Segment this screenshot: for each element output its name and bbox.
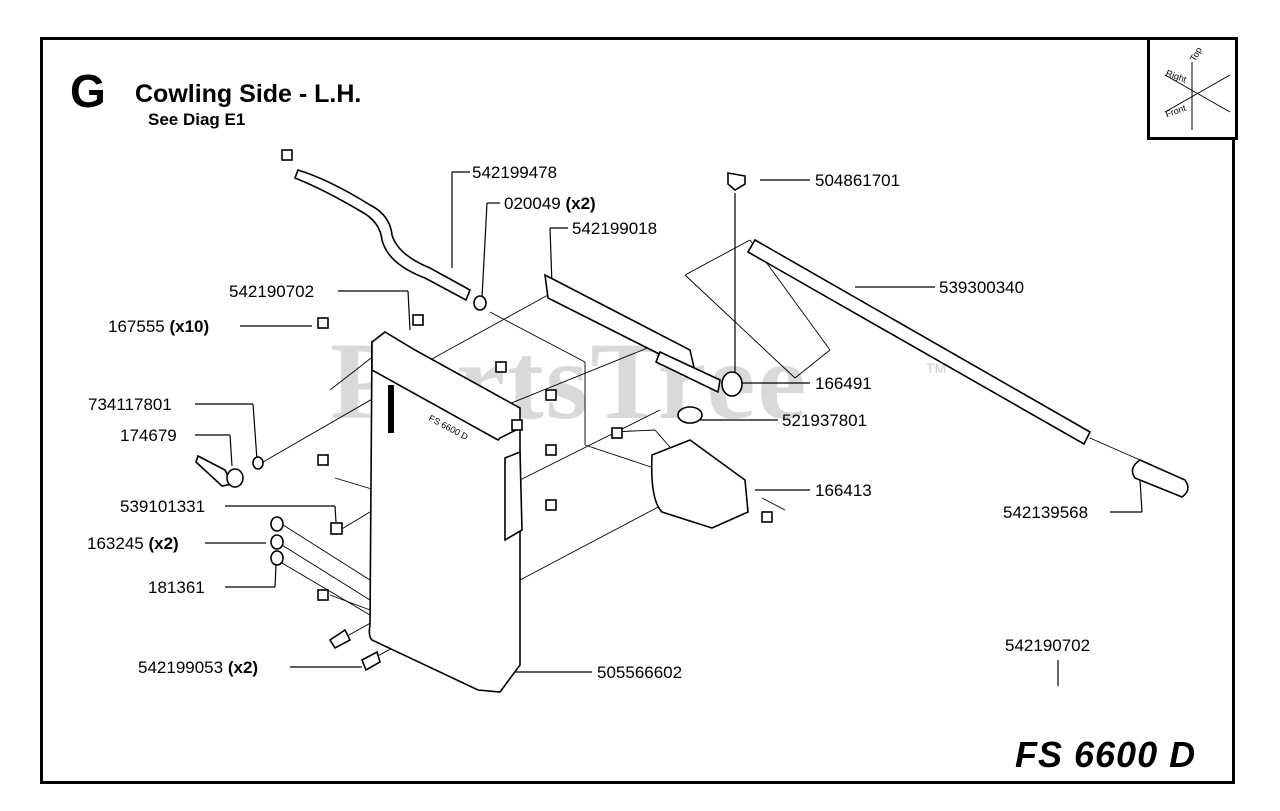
- part-542199018[interactable]: 542199018: [572, 219, 658, 238]
- part-521937801[interactable]: 521937801: [782, 411, 868, 430]
- section-letter: G: [70, 65, 106, 117]
- part-542139568[interactable]: 542139568: [1003, 503, 1089, 522]
- part-163245[interactable]: 163245 (x2): [87, 534, 179, 553]
- parts-shapes: [195, 149, 1189, 693]
- part-174679[interactable]: 174679: [120, 426, 177, 445]
- part-542190702-upper[interactable]: 542190702: [229, 282, 315, 301]
- part-734117801[interactable]: 734117801: [88, 395, 172, 414]
- page-subtitle: See Diag E1: [148, 110, 246, 129]
- part-504861701[interactable]: 504861701: [815, 171, 901, 190]
- orientation-indicator: Top Right Front: [1147, 37, 1238, 140]
- diagram-frame: [40, 37, 1235, 784]
- watermark-trademark: TM: [926, 360, 947, 376]
- part-020049[interactable]: 020049 (x2): [504, 194, 596, 213]
- leader-lines: [195, 171, 1143, 686]
- part-542199053[interactable]: 542199053 (x2): [138, 658, 259, 677]
- model-name: FS 6600 D: [1015, 734, 1197, 775]
- part-166413[interactable]: 166413: [815, 481, 872, 500]
- part-505566602[interactable]: 505566602: [597, 663, 683, 682]
- orientation-axes-icon: [1164, 62, 1231, 130]
- part-542190702-lower[interactable]: 542190702: [1005, 636, 1091, 655]
- page-title: Cowling Side - L.H.: [135, 80, 362, 108]
- part-542199478[interactable]: 542199478: [472, 163, 558, 182]
- part-167555[interactable]: 167555 (x10): [108, 317, 210, 336]
- part-166491[interactable]: 166491: [815, 374, 872, 393]
- part-539300340[interactable]: 539300340: [939, 278, 1025, 297]
- part-539101331[interactable]: 539101331: [120, 497, 206, 516]
- part-181361[interactable]: 181361: [148, 578, 205, 597]
- panel-details: [388, 385, 394, 433]
